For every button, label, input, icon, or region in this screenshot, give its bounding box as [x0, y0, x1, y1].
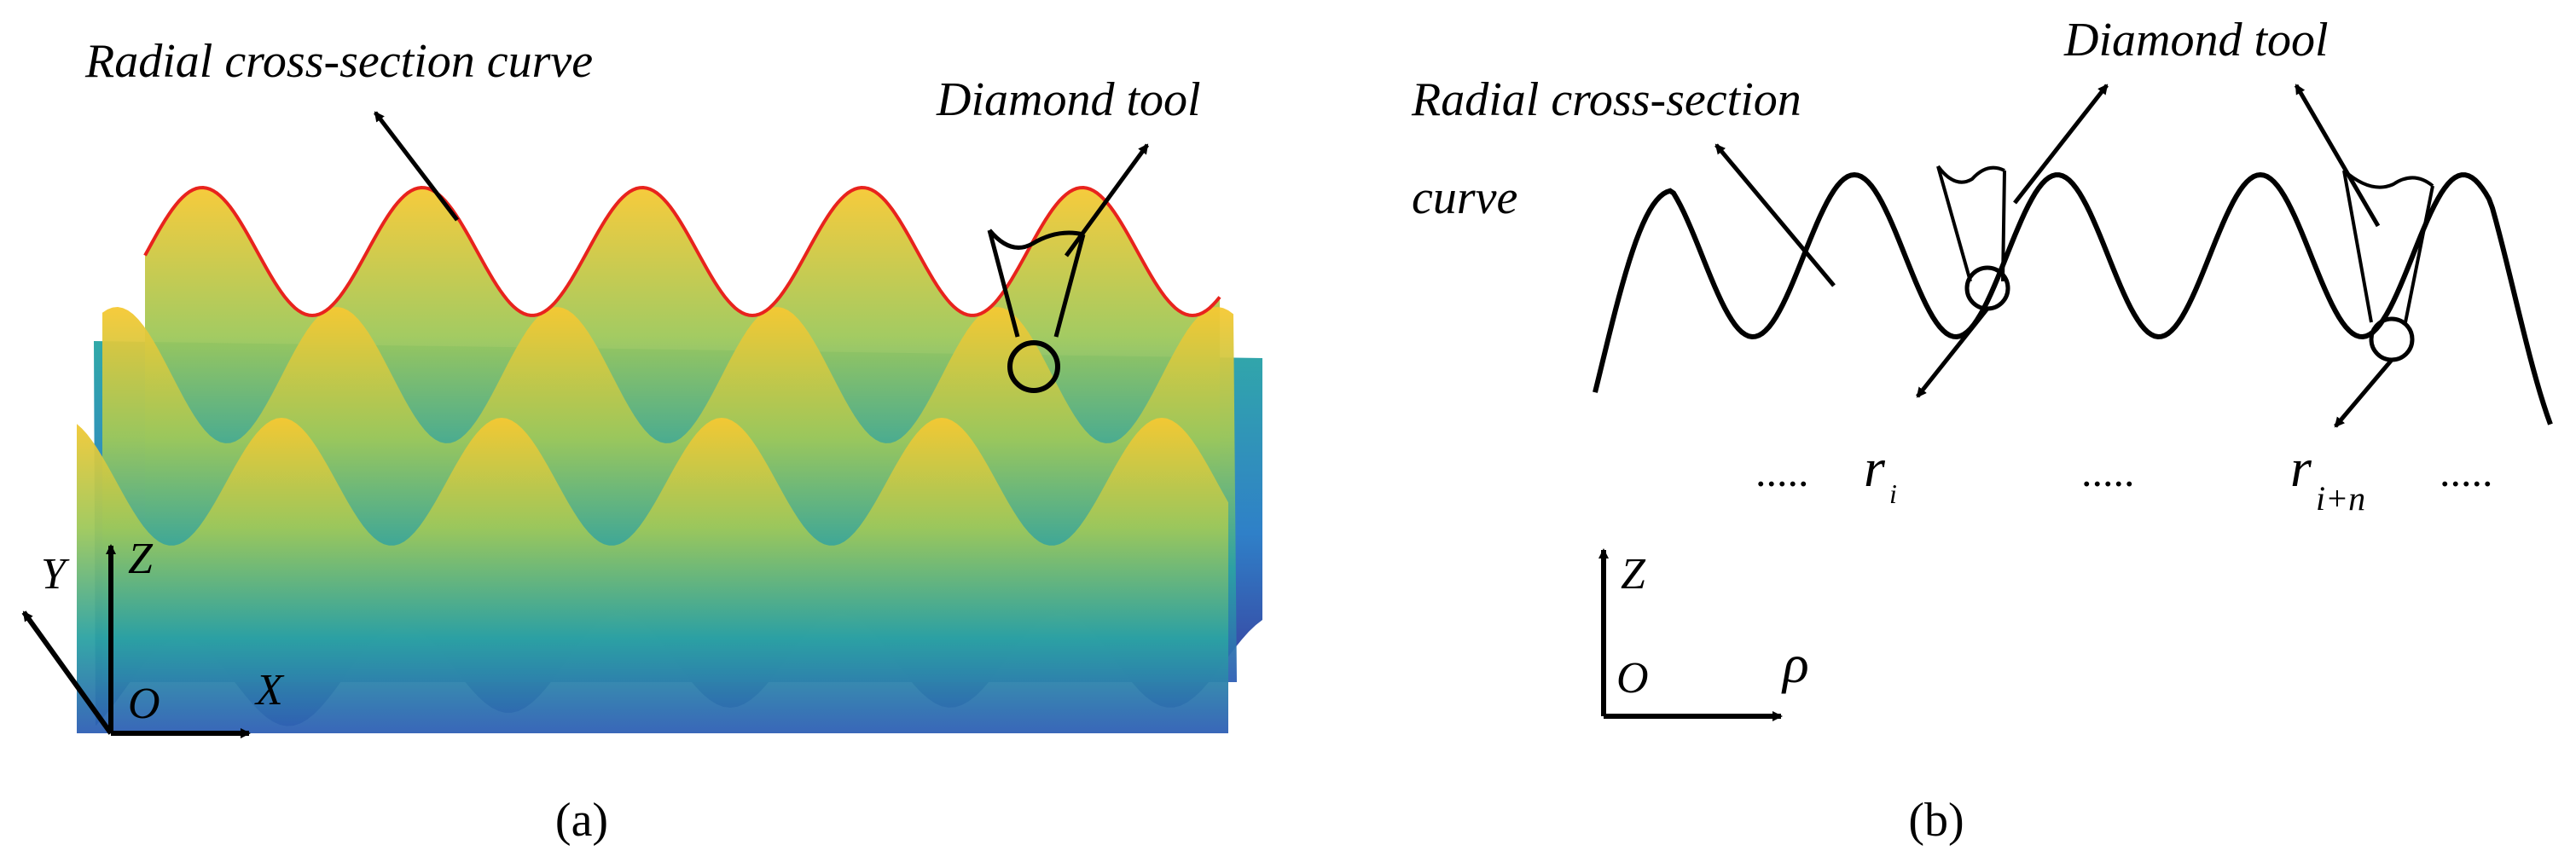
label-diamond-tool-a: Diamond tool	[936, 73, 1201, 126]
curve-arrow-a	[374, 111, 459, 222]
label-radial-cross-section-b-line1: Radial cross-section	[1411, 73, 1801, 126]
axis-label-o: O	[128, 680, 160, 728]
axis-label-y: Y	[41, 550, 70, 599]
radial-cross-section-curve-b	[1593, 171, 2553, 425]
radius-arrow-in	[2334, 358, 2393, 428]
caption-b: (b)	[1908, 794, 1964, 847]
label-radial-cross-section-b-line2: curve	[1412, 171, 1517, 224]
axis-label-o-b: O	[1616, 654, 1649, 703]
axis-label-rho: ρ	[1781, 634, 1809, 694]
diamond-tool-a	[987, 229, 1086, 393]
radius-label-rin: r i+n	[2290, 437, 2365, 518]
wavy-surface	[77, 185, 1262, 733]
axis-label-x: X	[254, 666, 285, 715]
diamond-tool-icon	[987, 229, 1086, 338]
diamond-tool-icon	[2342, 169, 2434, 323]
radius-ri-sub: i	[1889, 478, 1897, 509]
tool-arrow-b2	[2294, 84, 2381, 228]
radius-arrow-i	[1916, 307, 1989, 398]
radius-rin-base: r	[2290, 437, 2312, 498]
tool-arrow-a	[1064, 143, 1150, 258]
panel-a: Radial cross-section curve Diamond tool …	[21, 35, 1262, 847]
ellipsis-1: .....	[1755, 448, 1809, 495]
axes-a: Y Z O X	[21, 535, 285, 738]
axis-label-z: Z	[128, 535, 154, 583]
diamond-tool-icon	[1936, 165, 2006, 282]
radius-label-ri: r i	[1864, 437, 1897, 509]
surface-row-front	[77, 418, 1228, 733]
diamond-tool-b2	[2342, 169, 2434, 362]
tool-tip-circle	[2369, 316, 2415, 362]
ellipsis-3: .....	[2440, 448, 2493, 495]
curve-arrow-b	[1714, 143, 1836, 287]
axes-b: Z O ρ	[1598, 548, 1809, 721]
ellipsis-2: .....	[2081, 448, 2135, 495]
caption-a: (a)	[555, 794, 608, 847]
y-axis-arrow	[21, 610, 113, 735]
tool-tip-circle	[1007, 340, 1060, 393]
radial-cross-section-curve-red	[143, 185, 1221, 318]
label-radial-cross-section-curve-a: Radial cross-section curve	[84, 35, 593, 88]
diamond-tool-b1	[1936, 165, 2010, 311]
panel-b: Radial cross-section curve Diamond tool …	[1411, 14, 2553, 847]
axis-label-z-b: Z	[1621, 550, 1646, 599]
radius-rin-sub: i+n	[2316, 479, 2365, 518]
label-diamond-tool-b: Diamond tool	[2063, 14, 2329, 67]
tool-arrow-b1	[2013, 84, 2109, 205]
radius-ri-base: r	[1864, 437, 1886, 498]
